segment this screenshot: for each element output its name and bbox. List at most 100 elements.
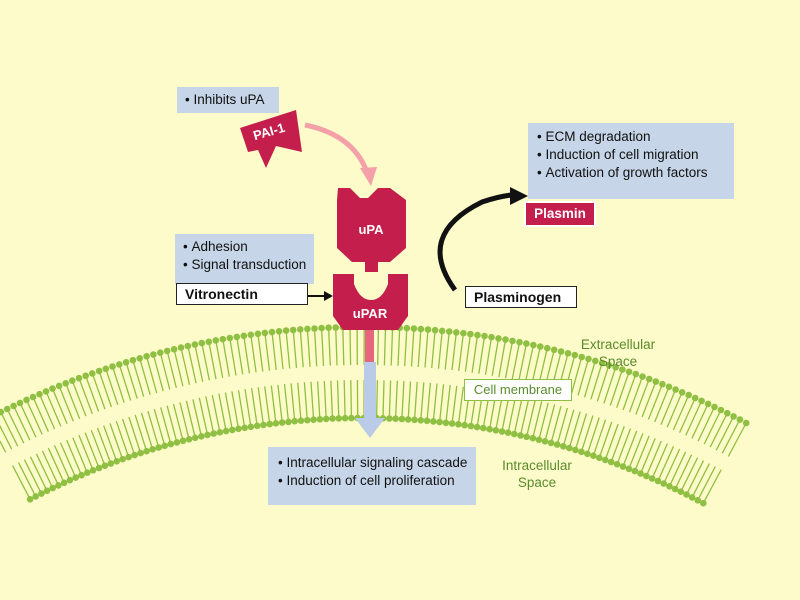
lipid-tail (420, 382, 425, 421)
lipid-tail (41, 450, 59, 486)
lipid-head (241, 424, 248, 432)
lipid-tail (285, 330, 291, 369)
lipid-tail (478, 336, 486, 374)
lipid-head (564, 350, 572, 357)
lipid-tail (657, 446, 675, 482)
intracellular-effect-item: Intracellular signaling cascade (278, 454, 467, 472)
lipid-tail (90, 429, 106, 466)
lipid-tail (236, 336, 244, 375)
lipid-head (742, 419, 750, 427)
lipid-head (26, 496, 34, 503)
upar-shape (333, 274, 408, 330)
lipid-tail (574, 413, 588, 451)
lipid-tail (519, 398, 530, 436)
lipid-tail (457, 386, 465, 425)
lipid-tail (0, 424, 13, 450)
lipid-head (179, 437, 187, 445)
lipid-tail (96, 427, 112, 464)
cell-membrane-bilayer (0, 323, 750, 507)
lipid-tail (426, 382, 432, 421)
lipid-tail (513, 396, 523, 435)
signal-arrow-head (355, 418, 385, 438)
lipid-tail (58, 385, 74, 422)
lipid-tail (12, 465, 31, 500)
lipid-tail (109, 423, 124, 460)
lipid-head (173, 439, 181, 446)
lipid-head (694, 497, 701, 504)
lipid-tail (672, 394, 690, 431)
lipid-head (417, 325, 425, 333)
lipid-head (119, 455, 126, 463)
lipid-head (219, 335, 227, 343)
lipid-head (32, 493, 39, 500)
lipid-head (348, 414, 355, 422)
lipid-head (78, 471, 85, 479)
lipid-tail (702, 469, 722, 504)
lipid-head (161, 442, 168, 450)
lipid-tail (577, 358, 590, 396)
lipid-head (509, 337, 516, 345)
lipid-head (285, 418, 292, 426)
upa-label: uPA (358, 222, 384, 237)
lipid-tail (603, 367, 617, 404)
lipid-tail (592, 419, 607, 456)
lipid-head (632, 370, 640, 378)
lipid-head (16, 399, 24, 407)
lipid-tail (580, 415, 594, 452)
lipid-tail (679, 397, 696, 433)
lipid-tail (691, 403, 709, 439)
lipid-tail (590, 362, 603, 400)
lipid-head (572, 446, 579, 454)
lipid-tail (278, 331, 284, 370)
lipid-head (137, 449, 144, 457)
extracellular-label-line: Extracellular (580, 337, 656, 352)
lipid-tail (121, 418, 136, 456)
lipid-head (109, 363, 116, 370)
signal-arrow-shaft (364, 362, 376, 424)
lipid-tail (51, 388, 68, 424)
lipid-tail (271, 332, 277, 370)
lipid-head (38, 490, 45, 497)
lipid-tail (628, 376, 644, 413)
vitronectin-box: Vitronectin (176, 283, 308, 305)
lipid-tail (382, 380, 385, 419)
lipid-tail (0, 411, 19, 447)
intracellular-effect-item: Induction of cell proliferation (278, 472, 466, 490)
lipid-tail (504, 340, 514, 379)
lipid-head (566, 444, 573, 452)
lipid-tail (647, 383, 664, 420)
lipid-tail (431, 330, 436, 369)
lipid-tail (375, 380, 379, 419)
lipid-tail (651, 443, 668, 479)
lipid-head (502, 336, 509, 343)
lipid-tail (645, 440, 662, 477)
inhibition-arrow-head (360, 167, 377, 186)
lipid-head (498, 428, 506, 435)
lipid-head (177, 344, 185, 351)
lipid-head (448, 420, 456, 427)
lipid-tail (264, 332, 271, 371)
lipid-head (297, 326, 304, 333)
lipid-head (62, 380, 69, 387)
lipid-tail (634, 435, 650, 472)
lipid-head (157, 349, 164, 357)
lipid-head (89, 370, 96, 377)
lipid-head (619, 463, 627, 470)
lipid-head (423, 417, 431, 425)
intracellular-effects-box: Intracellular signaling cascade Inductio… (268, 447, 476, 505)
lipid-tail (316, 381, 321, 420)
lipid-tail (159, 352, 171, 390)
lipid-head (613, 460, 621, 468)
lipid-tail (111, 366, 125, 403)
lipid-tail (568, 411, 581, 449)
intracellular-label-line: Intracellular (502, 458, 572, 473)
lipid-tail (668, 451, 687, 487)
lipid-head (607, 458, 615, 466)
lipid-tail (484, 337, 493, 375)
lipid-head (335, 415, 343, 422)
lipid-tail (404, 328, 408, 367)
lipid-tail (394, 380, 398, 419)
lipid-head (541, 438, 549, 445)
lipid-head (23, 396, 30, 404)
lipid-head (598, 359, 606, 367)
